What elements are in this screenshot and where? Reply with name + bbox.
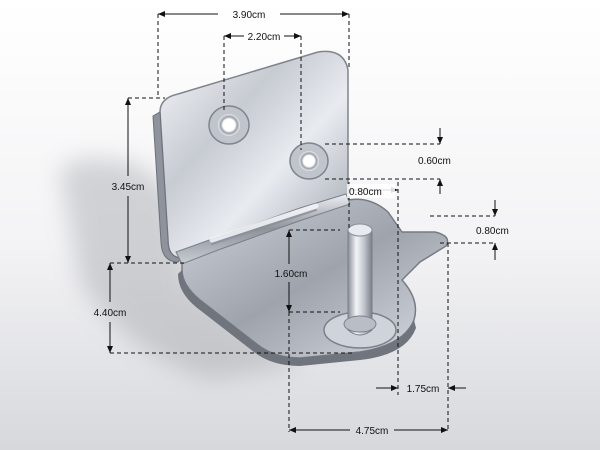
hole-lower-opening [299,151,319,171]
pin-body [347,229,373,336]
weld-bead-shade [211,209,317,245]
dim-hole-offset: 0.60cm [418,156,451,167]
annotations [107,11,498,433]
pin-top [347,223,373,237]
label-bg-0-80-pin [347,184,395,198]
dim-hole-spacing: 2.20cm [248,32,281,43]
dim-tab-thickness: 0.80cm [476,226,509,237]
hole-upper-opening [218,114,240,136]
dim-pin-height: 1.60cm [275,269,308,280]
dim-pin-gap: 0.80cm [349,187,382,198]
dim-tab-length: 1.75cm [407,384,440,395]
dim-vertical-plate-height: 3.45cm [112,182,145,193]
weld-bead [209,203,319,243]
dim-total-height: 4.40cm [94,308,127,319]
dim-overall-width-top: 3.90cm [233,10,266,21]
plate-edge [152,111,184,263]
pin-collar [343,315,377,333]
dim-base-depth: 4.75cm [356,426,389,437]
